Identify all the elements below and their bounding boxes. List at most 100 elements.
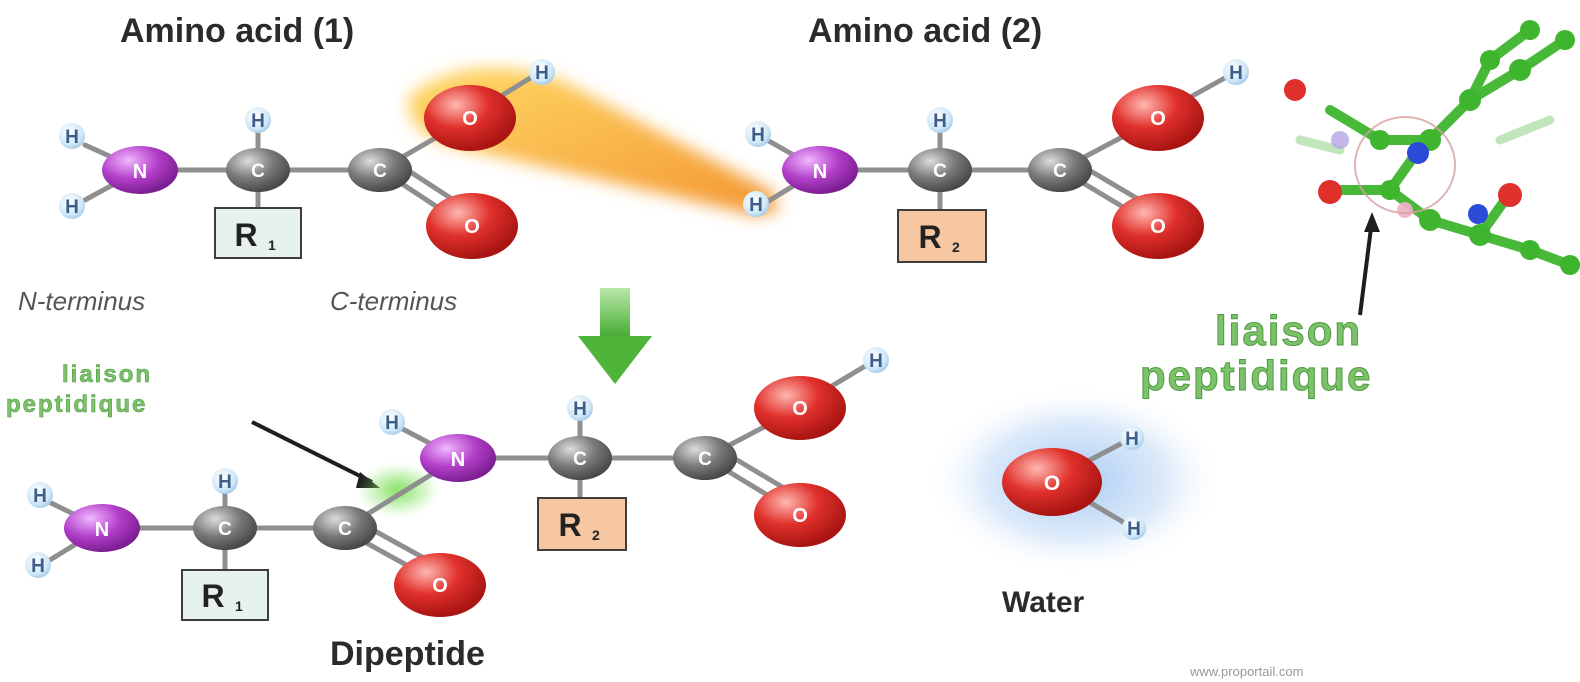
hydrogen-label: H: [385, 413, 399, 434]
nitrogen-label: N: [133, 161, 147, 183]
hydrogen-atom: [927, 107, 953, 133]
carbon-label: C: [218, 519, 232, 540]
nitrogen-atom: [102, 146, 178, 194]
peptide-bond-large-line2: peptidique: [1140, 352, 1372, 399]
r2-label: R: [558, 507, 581, 543]
oxygen-label: O: [1150, 108, 1166, 130]
amino-acid-1-molecule: H H N H C R 1 C O H O: [59, 59, 555, 259]
carbon-label: C: [933, 161, 947, 182]
nitrogen-atom: [420, 434, 496, 482]
hydrogen-label: H: [31, 556, 45, 577]
carbon-atom: [548, 436, 612, 480]
oxygen-atom: [754, 376, 846, 440]
hydrogen-label: H: [218, 472, 232, 493]
hydrogen-atom: [743, 191, 769, 217]
nitrogen-label: N: [451, 449, 465, 471]
r2-subscript: 2: [592, 527, 600, 543]
hydrogen-label: H: [933, 111, 947, 132]
hydrogen-atom: [567, 395, 593, 421]
hydrogen-label: H: [749, 195, 763, 216]
oxygen-atom: [394, 553, 486, 617]
hydrogen-label: H: [535, 63, 549, 84]
n-terminus-label: N-terminus: [18, 286, 145, 316]
amino-acid-1-title: Amino acid (1): [120, 12, 354, 50]
oxygen-label: O: [464, 216, 480, 238]
carbon-atom: [193, 506, 257, 550]
source-credit: www.proportail.com: [1189, 664, 1303, 679]
carbon-atom: [673, 436, 737, 480]
r2-side-chain-box: [897, 209, 987, 263]
oxygen-label: O: [462, 108, 478, 130]
r1-side-chain-box: [181, 569, 269, 621]
carbon-atom: [348, 148, 412, 192]
hydrogen-atom: [25, 552, 51, 578]
hydrogen-atom: [59, 193, 85, 219]
hydrogen-label: H: [1229, 63, 1243, 84]
hydrogen-atom: [212, 468, 238, 494]
peptide-bond-small-line2: peptidique: [6, 391, 147, 418]
carbon-label: C: [338, 519, 352, 540]
nitrogen-label: N: [95, 519, 109, 541]
oxygen-label: O: [792, 505, 808, 527]
oxygen-atom: [1002, 448, 1102, 516]
ball-and-stick-model: [1284, 20, 1580, 275]
dipeptide-label: Dipeptide: [330, 635, 485, 673]
nitrogen-atom: [782, 146, 858, 194]
carbon-label: C: [698, 449, 712, 470]
carbon-atom: [908, 148, 972, 192]
oxygen-atom: [424, 85, 516, 151]
hydrogen-label: H: [573, 399, 587, 420]
reaction-arrow-icon: [578, 288, 652, 384]
water-molecule: O H H: [1002, 426, 1146, 540]
amino-acid-2-title: Amino acid (2): [808, 12, 1042, 50]
hydrogen-atom: [27, 482, 53, 508]
r2-subscript: 2: [952, 239, 960, 255]
hydrogen-label: H: [251, 111, 265, 132]
hydrogen-label: H: [33, 486, 47, 507]
carbon-label: C: [251, 161, 265, 182]
r2-side-chain-box: [537, 497, 627, 551]
hydrogen-label: H: [751, 125, 765, 146]
hydrogen-atom: [1122, 516, 1146, 540]
hydrogen-label: H: [1127, 519, 1141, 540]
hydrogen-atom: [529, 59, 555, 85]
c-terminus-label: C-terminus: [330, 286, 457, 316]
carbon-atom: [1028, 148, 1092, 192]
hydrogen-atom: [1223, 59, 1249, 85]
carbon-label: C: [1053, 161, 1067, 182]
oxygen-atom: [426, 193, 518, 259]
oxygen-label: O: [1044, 472, 1060, 495]
r1-subscript: 1: [235, 598, 243, 614]
oxygen-label: O: [432, 575, 448, 597]
hydrogen-atom: [379, 409, 405, 435]
r1-label: R: [201, 578, 224, 614]
oxygen-label: O: [1150, 216, 1166, 238]
peptide-bond-pointer-small: [251, 420, 373, 484]
water-label: Water: [1002, 586, 1085, 619]
nitrogen-label: N: [813, 161, 827, 183]
hydrogen-atom: [745, 121, 771, 147]
arrowhead-icon: [1364, 212, 1380, 232]
oxygen-atom: [754, 483, 846, 547]
hydrogen-label: H: [65, 197, 79, 218]
r1-label: R: [234, 217, 257, 253]
peptide-bond-pointer-large: [1358, 219, 1374, 316]
hydrogen-atom: [59, 123, 85, 149]
oxygen-atom: [1112, 193, 1204, 259]
hydrogen-atom: [1120, 426, 1144, 450]
nitrogen-atom: [64, 504, 140, 552]
hydrogen-atom: [863, 347, 889, 373]
peptide-bond-small-line1: liaison: [62, 361, 152, 388]
hydrogen-atom: [245, 107, 271, 133]
oxygen-label: O: [792, 398, 808, 420]
peptide-bond-glow: [358, 464, 438, 516]
hydrogen-label: H: [65, 127, 79, 148]
hydrogen-label: H: [869, 351, 883, 372]
carbon-atom: [226, 148, 290, 192]
r1-side-chain-box: [214, 207, 302, 259]
hydrogen-label: H: [1125, 429, 1139, 450]
oxygen-atom: [1112, 85, 1204, 151]
r1-subscript: 1: [268, 237, 276, 253]
carbon-label: C: [573, 449, 587, 470]
